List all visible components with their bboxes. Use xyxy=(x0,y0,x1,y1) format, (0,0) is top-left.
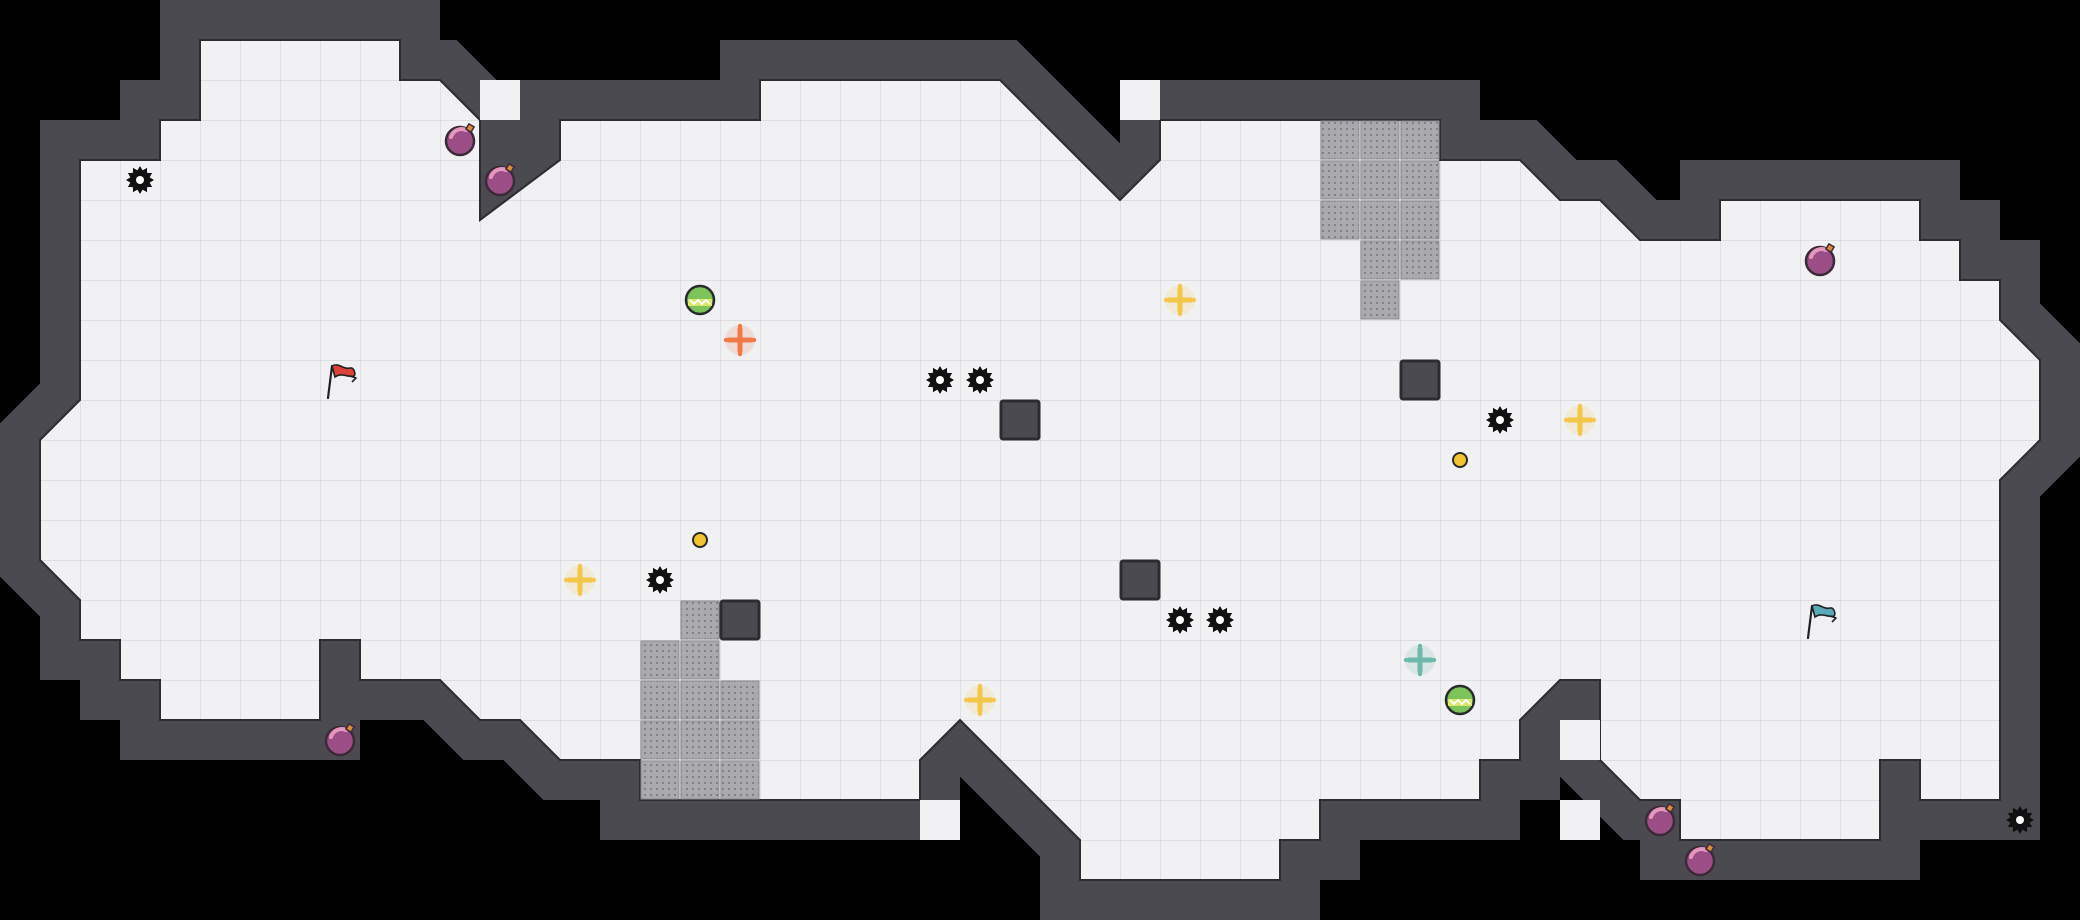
vent-tile xyxy=(1400,160,1440,200)
striped-gem-icon xyxy=(684,284,716,316)
saw-blade-icon xyxy=(126,166,154,194)
saw-blade-icon xyxy=(1206,606,1234,634)
sparkle-cross-icon xyxy=(1163,283,1197,317)
vent-tile xyxy=(1320,160,1360,200)
floor-layer xyxy=(39,39,2041,881)
floor-area xyxy=(39,39,2041,881)
vent-tile xyxy=(1400,240,1440,280)
wall-notch xyxy=(1120,80,1160,120)
vent-tile xyxy=(1400,200,1440,240)
vent-tile xyxy=(680,600,720,640)
vent-tile xyxy=(1320,120,1360,160)
saw-blade-icon xyxy=(646,566,674,594)
vent-tile xyxy=(640,720,680,760)
saw-blade-icon xyxy=(1486,406,1514,434)
potion-flask-icon xyxy=(1684,842,1716,877)
entity-layer xyxy=(126,122,2034,877)
vent-tile xyxy=(1360,160,1400,200)
vent-tile xyxy=(1360,240,1400,280)
pillar-block xyxy=(999,399,1041,441)
vent-tile xyxy=(1360,120,1400,160)
striped-gem-icon xyxy=(1444,684,1476,716)
sparkle-cross-icon xyxy=(1403,643,1437,677)
saw-blade-icon xyxy=(1166,606,1194,634)
vent-tile xyxy=(640,760,680,800)
saw-blade-icon xyxy=(966,366,994,394)
sparkle-cross-icon xyxy=(963,683,997,717)
vent-tile xyxy=(680,760,720,800)
vent-tile xyxy=(680,640,720,680)
sparkle-cross-icon xyxy=(723,323,757,357)
sparkle-cross-icon xyxy=(563,563,597,597)
start-flag-icon xyxy=(326,364,357,400)
vent-tile xyxy=(680,680,720,720)
potion-flask-icon xyxy=(484,162,516,197)
wall-notch xyxy=(480,80,520,120)
saw-blade-icon xyxy=(926,366,954,394)
potion-flask-icon xyxy=(444,122,476,157)
wall-notch xyxy=(1560,800,1600,840)
vent-tile xyxy=(1360,280,1400,320)
coin-icon xyxy=(1452,452,1468,468)
vent-tile xyxy=(640,680,680,720)
potion-flask-icon xyxy=(1804,242,1836,277)
vent-tile xyxy=(720,680,760,720)
potion-flask-icon xyxy=(1644,802,1676,837)
potion-flask-icon xyxy=(324,722,356,757)
wall-notch xyxy=(1560,720,1600,760)
goal-flag-icon xyxy=(1806,604,1837,640)
pillar-block xyxy=(719,599,761,641)
saw-blade-icon xyxy=(2006,806,2034,834)
coin-icon xyxy=(692,532,708,548)
vent-tile xyxy=(640,640,680,680)
vent-tile xyxy=(720,720,760,760)
vent-tile xyxy=(720,760,760,800)
sparkle-cross-icon xyxy=(1563,403,1597,437)
vent-layer xyxy=(640,120,1440,800)
vent-tile xyxy=(680,720,720,760)
pillar-block xyxy=(1119,559,1161,601)
vent-tile xyxy=(1320,200,1360,240)
vent-tile xyxy=(1400,120,1440,160)
pillar-block xyxy=(1399,359,1441,401)
wall-notch xyxy=(920,800,960,840)
vent-tile xyxy=(1360,200,1400,240)
